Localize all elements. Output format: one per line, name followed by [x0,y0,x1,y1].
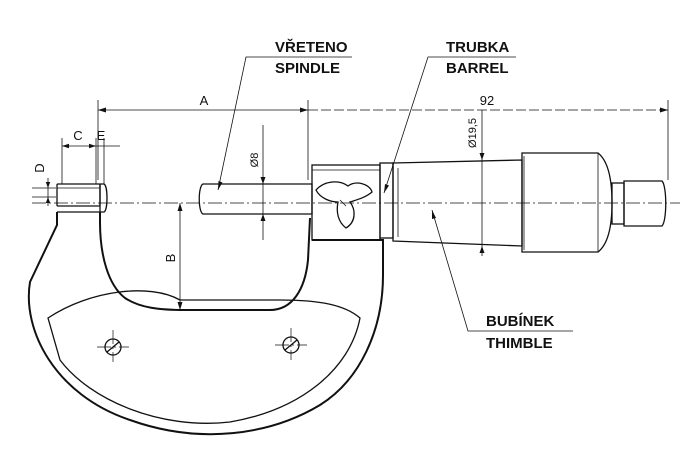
dimension-spindle-dia: Ø8 [249,125,266,240]
label-spindle-en: SPINDLE [275,60,340,77]
screw-icon-left [97,330,129,362]
dimension-spindle-dia-label: Ø8 [249,153,261,168]
thimble [521,152,613,253]
label-barrel-cz: TRUBKA [446,39,509,56]
ratchet [611,180,667,227]
dimension-b: B [163,203,183,310]
micrometer-frame [27,211,384,436]
dimension-overall: 92 [308,93,669,180]
dimension-overall-label: 92 [480,93,494,108]
dimension-c-e: C E [61,128,120,184]
dimension-e-label: E [97,128,106,143]
dimension-a: A [97,93,309,180]
dimension-barrel-dia: Ø19,5 [467,110,485,256]
screw-icon-right [275,328,307,360]
spindle [198,183,313,215]
label-thimble-en: THIMBLE [486,335,553,352]
label-thimble: BUBÍNEK THIMBLE [431,209,573,352]
label-spindle: VŘETENO SPINDLE [217,38,352,191]
dimension-c-label: C [73,128,82,143]
dimension-a-label: A [200,93,209,108]
label-thimble-cz: BUBÍNEK [486,313,555,330]
label-spindle-cz: VŘETENO [275,38,348,56]
dimension-d: D [32,163,56,206]
label-barrel: TRUBKA BARREL [383,39,516,194]
label-barrel-en: BARREL [446,60,509,77]
dimension-b-label: B [163,254,178,263]
dimension-d-label: D [32,163,47,172]
dimension-barrel-dia-label: Ø19,5 [467,118,479,148]
lock-nut-icon [315,181,373,229]
lock-block [311,164,381,241]
anvil [56,183,108,213]
